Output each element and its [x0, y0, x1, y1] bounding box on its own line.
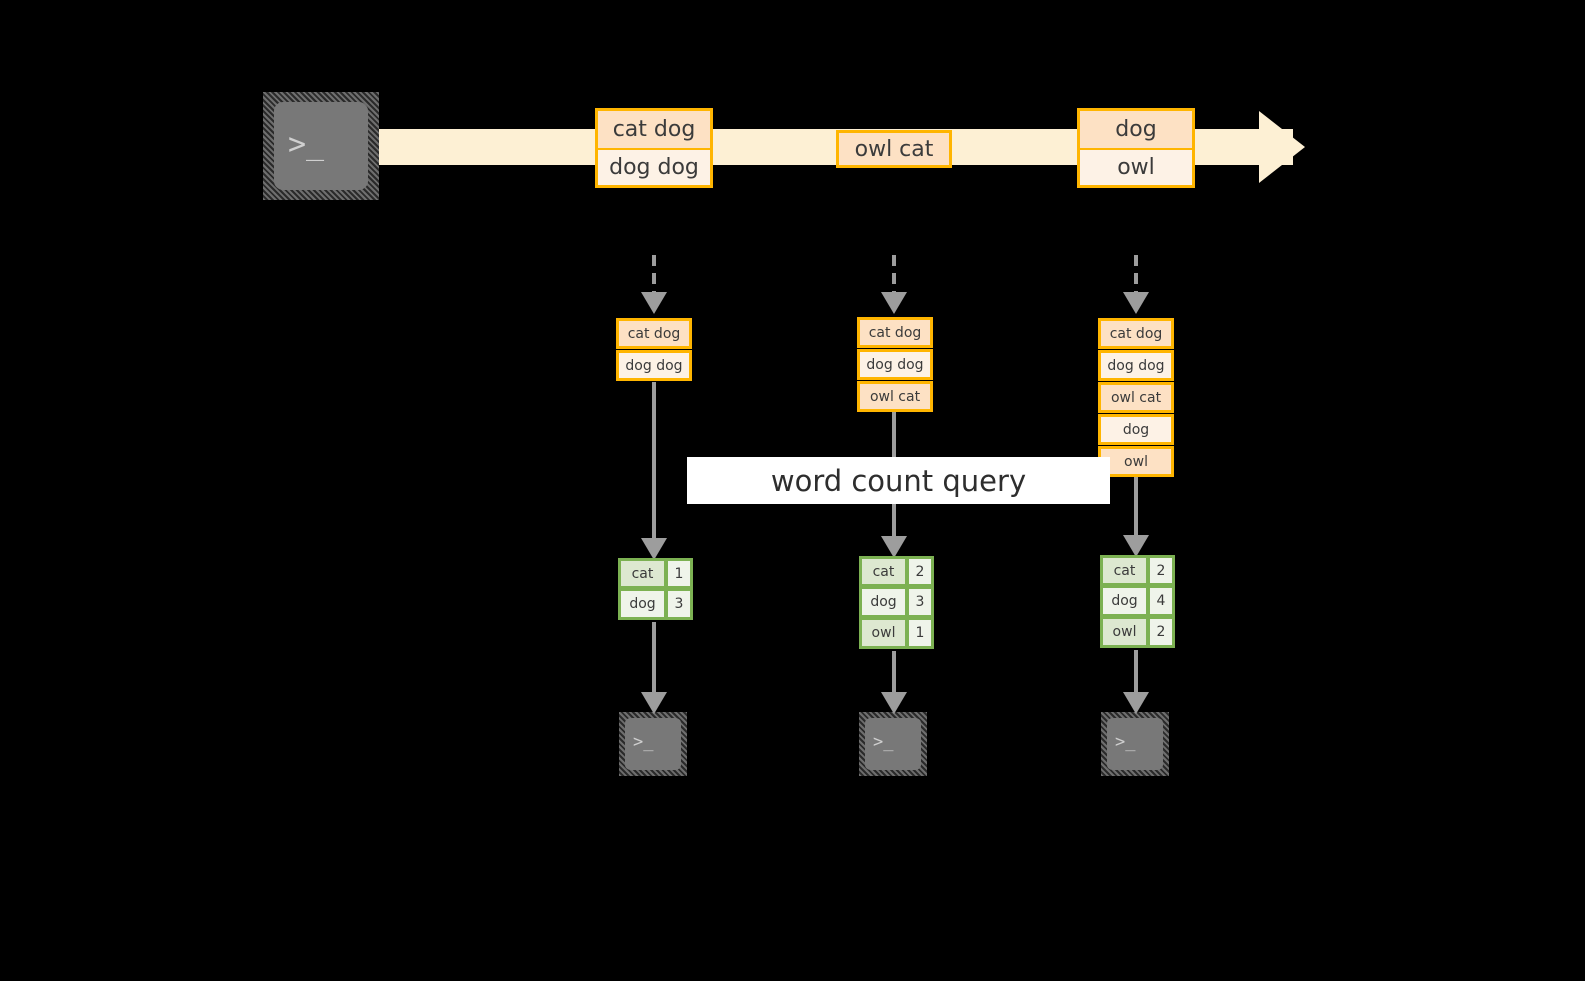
table-row: dog 4 — [1100, 586, 1175, 617]
accumulated-line: dog — [1098, 414, 1174, 445]
dashed-connector-col1 — [652, 255, 656, 297]
table-row: cat 2 — [1100, 555, 1175, 586]
result-table-col2[interactable]: cat 2 dog 3 owl 1 — [859, 556, 934, 649]
accumulated-line: dog dog — [616, 350, 692, 381]
accumulated-line: owl cat — [1098, 382, 1174, 413]
table-row: owl 1 — [859, 618, 934, 649]
accumulated-line: cat dog — [616, 318, 692, 349]
table-cell-count: 1 — [666, 558, 693, 589]
terminal-prompt-icon: >_ — [873, 732, 894, 752]
table-row: owl 2 — [1100, 617, 1175, 648]
dashed-connector-arrowhead-col2 — [881, 292, 907, 314]
connector-col1-query — [652, 382, 656, 542]
sink-terminal-col1[interactable]: >_ — [619, 712, 687, 776]
query-label-band: word count query — [687, 457, 1110, 504]
accumulated-records-col1[interactable]: cat dog dog dog — [616, 318, 692, 381]
terminal-prompt-icon: >_ — [1115, 732, 1136, 752]
connector-arrowhead-col1-sink — [641, 692, 667, 714]
record-line: dog dog — [598, 148, 710, 185]
dashed-connector-arrowhead-col1 — [641, 292, 667, 314]
accumulated-line: cat dog — [857, 317, 933, 348]
table-row: dog 3 — [618, 589, 693, 620]
query-label: word count query — [770, 463, 1027, 498]
connector-arrowhead-col2-query — [881, 536, 907, 558]
table-cell-word: dog — [618, 589, 666, 620]
record-line: owl cat — [839, 133, 949, 165]
sink-terminal-col3[interactable]: >_ — [1101, 712, 1169, 776]
dashed-connector-col3 — [1134, 255, 1138, 297]
accumulated-records-col2[interactable]: cat dog dog dog owl cat — [857, 317, 933, 412]
table-cell-count: 3 — [907, 587, 934, 618]
stream-arrow-head — [1259, 111, 1305, 183]
table-cell-count: 2 — [1148, 555, 1175, 586]
terminal-screen: >_ — [1107, 718, 1163, 770]
accumulated-line: cat dog — [1098, 318, 1174, 349]
table-cell-word: owl — [1100, 617, 1148, 648]
accumulated-line: owl cat — [857, 381, 933, 412]
table-cell-count: 2 — [907, 556, 934, 587]
connector-arrowhead-col3-query — [1123, 535, 1149, 557]
accumulated-line: owl — [1098, 446, 1174, 477]
terminal-screen: >_ — [274, 102, 368, 190]
table-cell-count: 3 — [666, 589, 693, 620]
source-terminal[interactable]: >_ — [263, 92, 379, 200]
record-line: cat dog — [598, 111, 710, 148]
result-table-col1[interactable]: cat 1 dog 3 — [618, 558, 693, 620]
terminal-screen: >_ — [625, 718, 681, 770]
table-row: cat 1 — [618, 558, 693, 589]
record-line: owl — [1080, 148, 1192, 185]
table-cell-word: owl — [859, 618, 907, 649]
terminal-screen: >_ — [865, 718, 921, 770]
result-table-col3[interactable]: cat 2 dog 4 owl 2 — [1100, 555, 1175, 648]
accumulated-records-col3[interactable]: cat dog dog dog owl cat dog owl — [1098, 318, 1174, 477]
connector-col3-sink — [1134, 650, 1138, 697]
table-cell-word: cat — [618, 558, 666, 589]
connector-col3-query — [1134, 475, 1138, 539]
table-row: dog 3 — [859, 587, 934, 618]
connector-arrowhead-col3-sink — [1123, 692, 1149, 714]
connector-arrowhead-col2-sink — [881, 692, 907, 714]
terminal-prompt-icon: >_ — [288, 127, 325, 162]
stream-record-1[interactable]: cat dog dog dog — [595, 108, 713, 188]
table-row: cat 2 — [859, 556, 934, 587]
stream-record-2[interactable]: owl cat — [836, 130, 952, 168]
dashed-connector-arrowhead-col3 — [1123, 292, 1149, 314]
table-cell-word: cat — [1100, 555, 1148, 586]
connector-arrowhead-col1-query — [641, 538, 667, 560]
connector-col1-sink — [652, 622, 656, 696]
accumulated-line: dog dog — [857, 349, 933, 380]
connector-col2-sink — [892, 651, 896, 697]
table-cell-count: 2 — [1148, 617, 1175, 648]
accumulated-line: dog dog — [1098, 350, 1174, 381]
table-cell-word: cat — [859, 556, 907, 587]
table-cell-count: 4 — [1148, 586, 1175, 617]
table-cell-word: dog — [859, 587, 907, 618]
table-cell-word: dog — [1100, 586, 1148, 617]
terminal-prompt-icon: >_ — [633, 732, 654, 752]
table-cell-count: 1 — [907, 618, 934, 649]
sink-terminal-col2[interactable]: >_ — [859, 712, 927, 776]
record-line: dog — [1080, 111, 1192, 148]
stream-record-3[interactable]: dog owl — [1077, 108, 1195, 188]
dashed-connector-col2 — [892, 255, 896, 297]
